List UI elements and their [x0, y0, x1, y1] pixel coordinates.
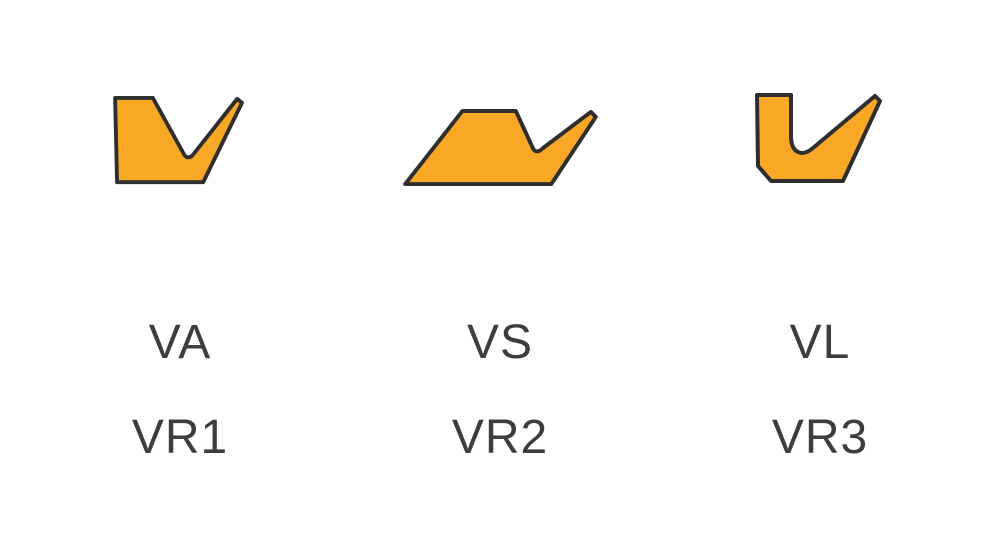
vl-shape-container [660, 0, 980, 187]
seal-type-label-vs: VS [466, 316, 534, 369]
vs-seal-profile-icon [403, 108, 598, 187]
seal-column-vs: VS VR2 [340, 0, 660, 546]
seal-type-label-vl: VL [789, 316, 851, 369]
seal-column-va: VA VR1 [20, 0, 340, 546]
seal-code-label-vr1: VR1 [131, 410, 229, 464]
vs-seal-shape-path [403, 108, 598, 187]
vl-seal-profile-icon [754, 93, 882, 183]
seal-column-vl: VL VR3 [660, 0, 980, 546]
va-seal-profile-icon [113, 95, 244, 185]
seal-code-label-vr3: VR3 [771, 410, 869, 464]
seal-code-label-vr2: VR2 [451, 410, 549, 464]
vs-shape-container [340, 0, 660, 187]
va-seal-shape-path [113, 95, 244, 185]
vl-seal-shape-path [754, 93, 882, 183]
seal-type-label-va: VA [148, 316, 212, 369]
va-shape-container [20, 0, 340, 187]
